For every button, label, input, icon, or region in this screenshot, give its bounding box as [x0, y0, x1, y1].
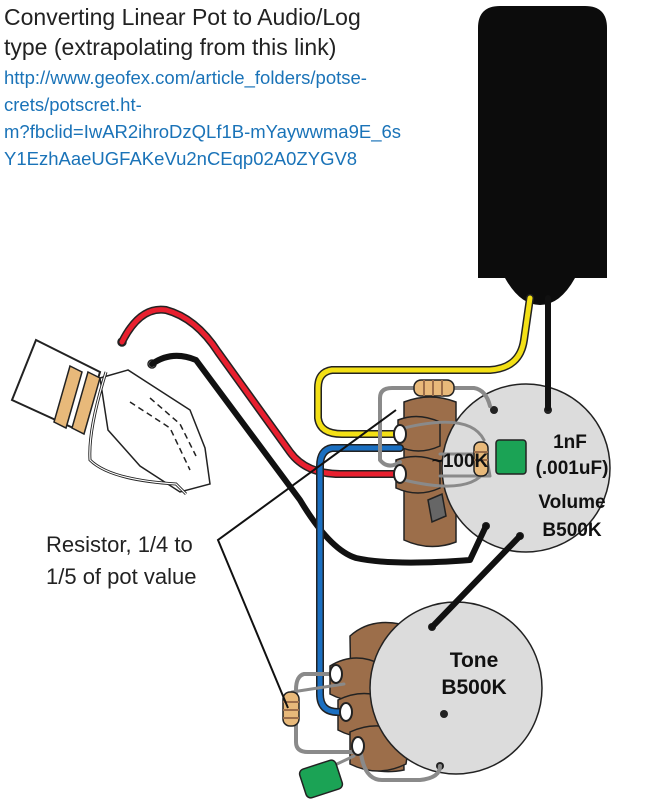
resistor-wiper — [473, 441, 489, 477]
annotation-line-1: Resistor, 1/4 to — [46, 532, 193, 557]
tone-pot-name: Tone — [450, 649, 499, 672]
title-line-2: type (extrapolating from this link) — [4, 34, 337, 60]
output-jack — [10, 337, 211, 496]
annotation-line-2: 1/5 of pot value — [46, 564, 196, 589]
diagram-title: Converting Linear Pot to Audio/Log type … — [4, 2, 474, 62]
tone-pot: Tone B500K — [329, 601, 543, 775]
link-line-3: m?fbclid=IwAR2ihroDzQLf1B-mYaywwma9E_6s — [4, 121, 402, 142]
volume-pot-name: Volume — [538, 492, 605, 513]
tone-pot-value: B500K — [441, 676, 506, 699]
resistor-annotation: Resistor, 1/4 to 1/5 of pot value — [46, 409, 397, 709]
treble-bleed-cap — [495, 439, 527, 475]
resistor-tone — [282, 691, 300, 727]
volume-cap-value: 1nF — [553, 432, 587, 453]
link-line-4: Y1EzhAaeUGFAKeVu2nCEqp02A0ZYGV8 — [4, 148, 358, 169]
volume-cap-value-uf: (.001uF) — [536, 458, 609, 479]
link-line-1: http://www.geofex.com/article_folders/po… — [4, 67, 367, 88]
pot-lugs — [329, 424, 407, 756]
pickup — [478, 6, 607, 305]
link-line-2: crets/potscret.ht- — [4, 94, 142, 115]
resistor-volume — [413, 379, 455, 397]
resistor-value-label: ~100K — [432, 451, 489, 472]
reference-link[interactable]: http://www.geofex.com/article_folders/po… — [4, 64, 474, 172]
title-line-1: Converting Linear Pot to Audio/Log — [4, 4, 361, 30]
volume-pot-value: B500K — [542, 520, 601, 541]
tone-cap — [298, 759, 344, 799]
